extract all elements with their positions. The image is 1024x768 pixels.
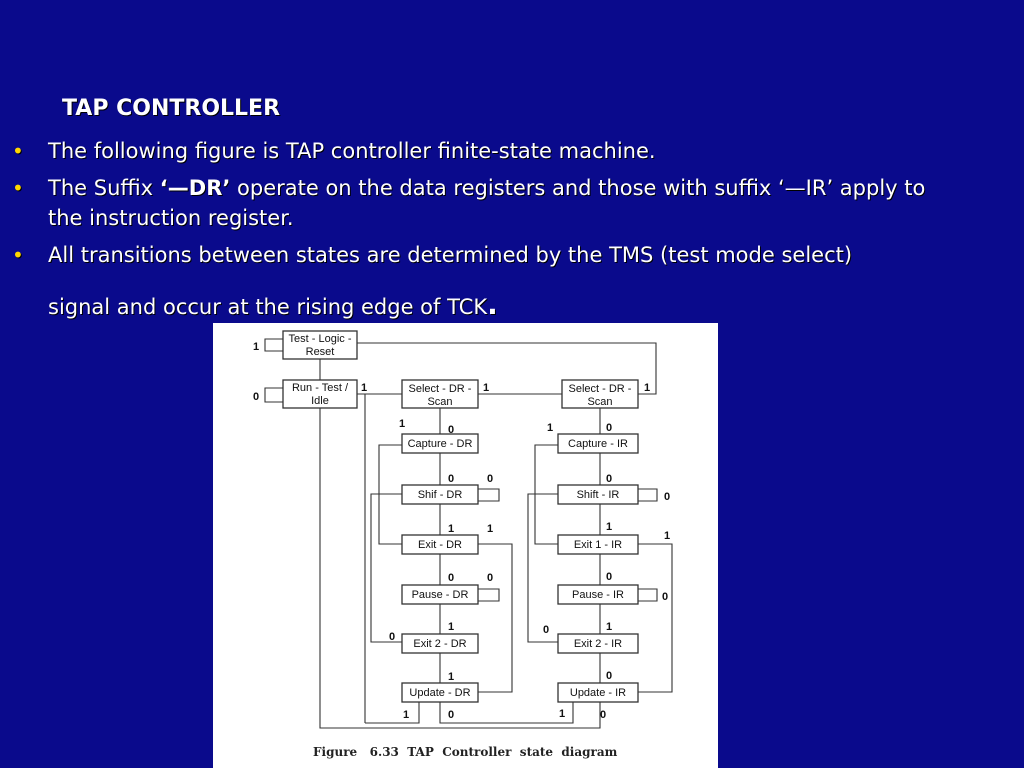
transition-labels: 1 0 1 1 1 1 0 1 0 0 0 0 0 1 1 1 1 0 0 0 … [253, 341, 670, 721]
slide-title: TAP CONTROLLER [62, 96, 281, 121]
transition-label: 0 [487, 473, 493, 485]
transition-label: 1 [644, 382, 650, 394]
transition-label: 0 [606, 473, 612, 485]
state-label: Run - Test / [292, 382, 349, 394]
transition-label: 0 [600, 709, 606, 721]
bullet-text-bold: ‘—DR’ [159, 176, 231, 200]
transition-label: 1 [403, 709, 409, 721]
transition-label: 1 [547, 422, 553, 434]
transition-line [638, 488, 658, 502]
state-label: Exit 2 - DR [413, 638, 466, 650]
transition-label: 0 [606, 422, 612, 434]
transition-label: 0 [448, 424, 454, 436]
state-label: Pause - IR [572, 589, 624, 601]
transition-lines [264, 338, 673, 729]
state-label: Shift - IR [577, 489, 620, 501]
transition-line [357, 342, 657, 395]
transition-label: 1 [253, 341, 259, 353]
state-label: Test - Logic - [289, 333, 352, 345]
transition-line [264, 338, 283, 352]
state-box-capture-ir [557, 433, 639, 454]
state-label: Update - DR [409, 687, 470, 699]
state-diagram-figure: Test - Logic - Reset Run - Test / Idle S… [213, 323, 718, 768]
state-label: Reset [306, 346, 335, 358]
transition-label: 0 [662, 591, 668, 603]
state-box-exit2-ir [557, 633, 639, 654]
state-label: Pause - DR [412, 589, 469, 601]
state-label: Idle [311, 395, 329, 407]
state-diagram: Test - Logic - Reset Run - Test / Idle S… [253, 330, 673, 759]
transition-label: 0 [606, 571, 612, 583]
bullet-text-part: All transitions between states are deter… [48, 243, 853, 267]
transition-label: 0 [487, 572, 493, 584]
transition-line [478, 488, 500, 502]
state-label: Exit 1 - IR [574, 539, 622, 551]
transition-label: 1 [399, 418, 405, 430]
state-label: Capture - IR [568, 438, 628, 450]
transition-label: 0 [543, 624, 549, 636]
bullet-text: The following figure is TAP controller f… [48, 139, 656, 163]
transition-label: 1 [606, 621, 612, 633]
transition-label: 1 [606, 521, 612, 533]
transition-label: 0 [448, 473, 454, 485]
state-label: Update - IR [570, 687, 626, 699]
transition-label: 1 [487, 523, 493, 535]
bullet-text-part: signal and occur at the rising edge of T… [48, 295, 488, 319]
transition-line [264, 387, 283, 403]
bullet-text: The Suffix ‘—DR’ operate on the data reg… [48, 173, 948, 233]
state-box-test-logic-reset [282, 330, 358, 360]
transition-label: 1 [664, 530, 670, 542]
figure-caption: Figure 6.33 TAP Controller state diagram [313, 745, 618, 759]
state-label: Select - DR - [569, 383, 632, 395]
transition-label: 1 [448, 671, 454, 683]
transition-line [319, 408, 601, 729]
transition-label: 0 [389, 631, 395, 643]
bullet-dot-icon: • [12, 176, 24, 200]
state-box-select-dr-scan [401, 379, 479, 409]
transition-label: 1 [361, 382, 367, 394]
transition-line [370, 493, 402, 643]
state-label: Scan [427, 396, 452, 408]
transition-label: 1 [448, 621, 454, 633]
bullet-text-part: The Suffix [48, 176, 160, 200]
state-label: Exit - DR [418, 539, 462, 551]
transition-label: 0 [606, 670, 612, 682]
state-label: Select - DR - [409, 383, 472, 395]
transition-label: 1 [483, 382, 489, 394]
state-label: Capture - DR [408, 438, 473, 450]
bullet-text: All transitions between states are deter… [48, 240, 948, 322]
transition-label: 0 [664, 491, 670, 503]
state-label: Shif - DR [418, 489, 463, 501]
bullet-text-line: signal and occur at the rising edge of T… [48, 290, 948, 322]
bullet-text-dot: . [487, 288, 498, 321]
bullet-dot-icon: • [12, 243, 24, 267]
bullet-dot-icon: • [12, 139, 24, 163]
transition-line [638, 588, 658, 602]
transition-line [527, 493, 558, 643]
transition-label: 1 [448, 523, 454, 535]
bullet-text-part: operate on the data registers and those … [48, 176, 926, 230]
transition-label: 1 [559, 708, 565, 720]
transition-line [478, 588, 500, 602]
transition-label: 0 [448, 572, 454, 584]
transition-line [478, 543, 513, 693]
transition-label: 0 [253, 391, 259, 403]
transition-label: 0 [448, 709, 454, 721]
state-box-pause-ir [557, 584, 639, 605]
state-label: Exit 2 - IR [574, 638, 622, 650]
state-label: Scan [587, 396, 612, 408]
transition-line [638, 543, 673, 693]
transition-line [365, 702, 574, 724]
